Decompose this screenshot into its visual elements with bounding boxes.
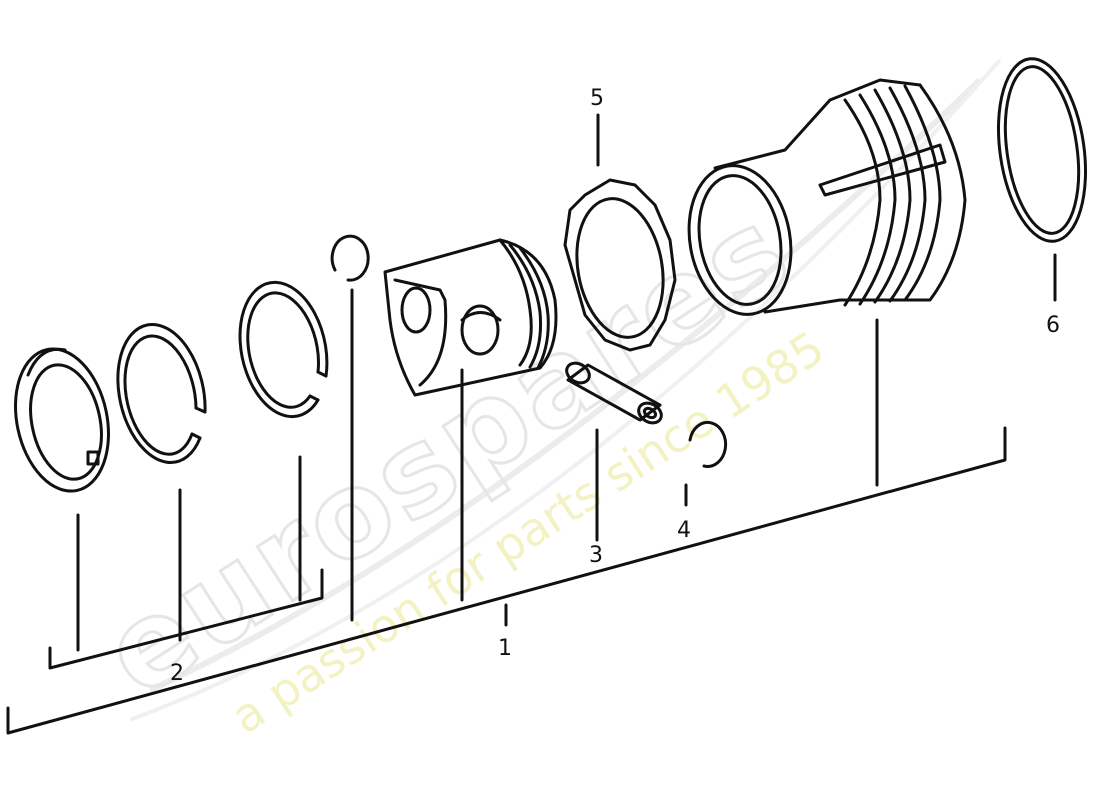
piston-ring-compression-2 <box>116 323 207 464</box>
wrist-pin <box>565 361 663 542</box>
bracket-line-1 <box>6 426 1007 735</box>
ring-bracket <box>48 455 324 670</box>
callout-2[interactable]: 2 <box>170 661 184 686</box>
watermark-swoosh <box>148 77 983 693</box>
watermark: eurospares a passion for parts since 198… <box>79 58 1002 744</box>
assembly-bracket <box>6 426 1007 735</box>
piston-ring-compression-1 <box>238 280 329 419</box>
piston <box>383 238 558 602</box>
callout-5[interactable]: 5 <box>590 86 604 111</box>
bracket-line-2 <box>48 568 324 670</box>
cylinder <box>687 78 967 487</box>
piston-ring-oil <box>14 347 110 493</box>
callout-1[interactable]: 1 <box>498 636 512 661</box>
callout-6[interactable]: 6 <box>1046 313 1060 338</box>
cylinder-seal-ring <box>996 57 1088 302</box>
callout-3[interactable]: 3 <box>589 543 603 568</box>
gasket-ring <box>563 113 677 352</box>
circlip-lower <box>684 420 728 507</box>
circlip-upper <box>330 234 370 622</box>
callout-4[interactable]: 4 <box>677 518 691 543</box>
